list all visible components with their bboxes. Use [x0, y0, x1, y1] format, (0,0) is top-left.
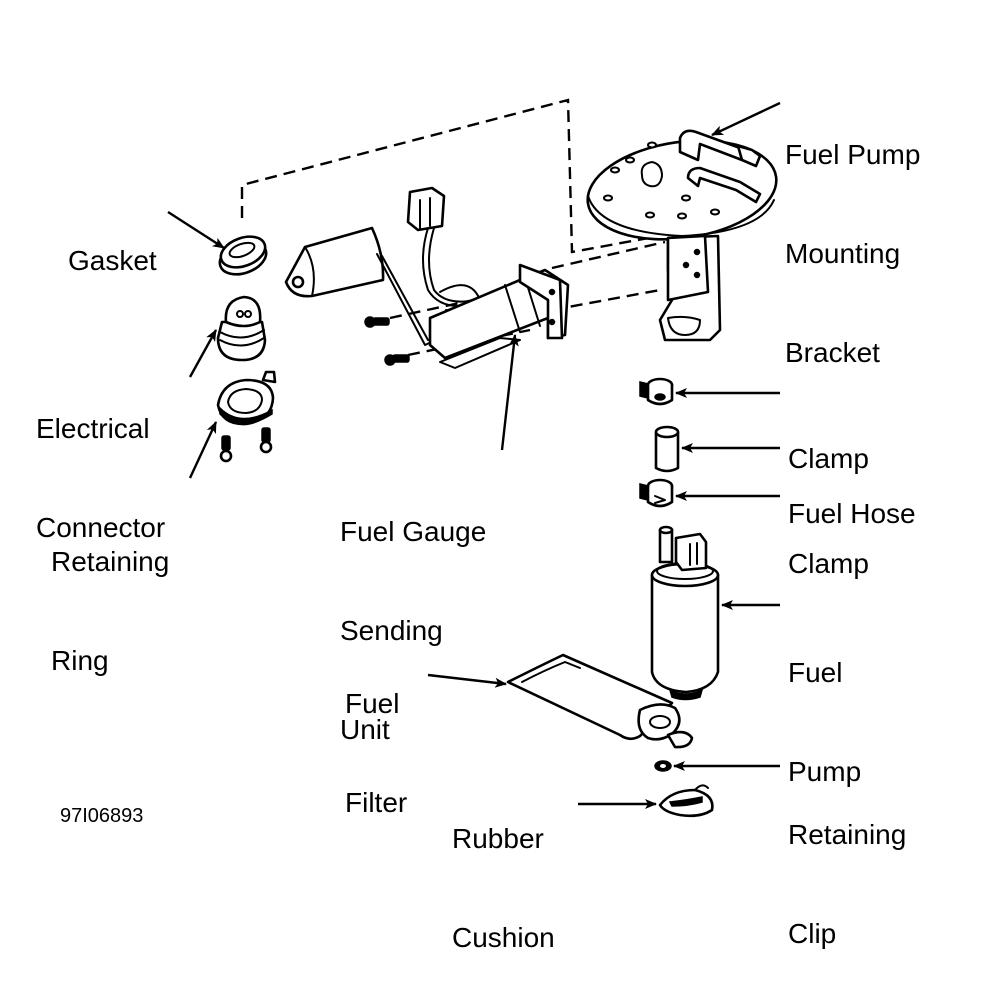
label-line: Mounting: [785, 238, 901, 269]
label-line: Clip: [788, 918, 837, 949]
label-line: Ring: [51, 645, 109, 676]
screw-icon: [384, 354, 410, 366]
label-line: Pump: [788, 756, 862, 787]
label-line: Fuel: [788, 657, 843, 688]
label-line: Retaining: [788, 819, 907, 850]
leader-fuel-pump-mounting-bracket: [711, 101, 781, 137]
label-line: Sending: [340, 615, 443, 646]
label-rubber-cushion: Rubber Cushion: [452, 756, 555, 987]
label-line: Rubber: [452, 823, 544, 854]
retaining-clip-part: [654, 760, 672, 772]
label-line: Retaining: [51, 546, 170, 577]
label-line: Filter: [345, 787, 408, 818]
label-fuel-pump-mounting-bracket: Fuel Pump Mounting Bracket: [785, 72, 920, 402]
clamp-lower-part: [639, 478, 674, 508]
leader-gasket: [167, 210, 225, 250]
label-gasket: Gasket: [68, 178, 157, 310]
fuel-hose-part: [654, 425, 680, 473]
screw-icon: [364, 316, 390, 328]
leader-electrical-connector: [188, 329, 218, 378]
label-line: Connector: [36, 512, 166, 543]
leader-fuel-gauge-sending-unit: [500, 334, 519, 451]
label-retaining-clip: Retaining Clip: [788, 752, 906, 983]
retaining-ring-part: [216, 370, 277, 463]
rubber-cushion-part: [658, 784, 714, 818]
label-clamp-lower: Clamp: [788, 481, 869, 613]
label-line: Unit: [340, 714, 390, 745]
label-fuel-gauge-sending-unit: Fuel Gauge Sending Unit: [340, 449, 486, 779]
screw-icon: [219, 435, 233, 463]
label-line: Clamp: [788, 443, 869, 474]
label-retaining-ring: Retaining Ring: [51, 479, 169, 710]
label-line: Clamp: [788, 548, 869, 579]
reference-code: 97I06893: [60, 805, 144, 827]
fuel-filter-part: [506, 653, 694, 749]
label-line: Fuel Pump: [785, 139, 921, 170]
label-fuel-hose: Fuel Hose: [788, 431, 916, 563]
gasket-part: [218, 235, 268, 276]
label-fuel-pump: Fuel Pump: [788, 590, 861, 821]
leader-fuel-filter: [427, 673, 507, 688]
label-line: Fuel: [345, 688, 400, 719]
fuel-gauge-sending-unit-part: [284, 186, 570, 369]
screw-icon: [259, 427, 273, 454]
label-line: Electrical: [36, 413, 150, 444]
fuel-pump-mounting-bracket-part: [586, 129, 778, 342]
exploded-diagram: [167, 98, 781, 818]
label-fuel-filter: Fuel Filter: [345, 621, 407, 852]
label-line: Gasket: [68, 245, 157, 276]
label-line: Fuel Hose: [788, 498, 916, 529]
label-line: Cushion: [452, 922, 555, 953]
leader-retaining-ring: [188, 421, 218, 479]
fuel-pump-part: [650, 525, 720, 701]
label-electrical-connector: Electrical Connector: [36, 346, 165, 577]
label-line: Bracket: [785, 337, 880, 368]
label-clamp-upper: Clamp: [788, 376, 869, 508]
electrical-connector-part: [216, 295, 267, 362]
label-line: Fuel Gauge: [340, 516, 487, 547]
leader-lines: [167, 101, 781, 809]
clamp-upper-part: [639, 377, 674, 406]
